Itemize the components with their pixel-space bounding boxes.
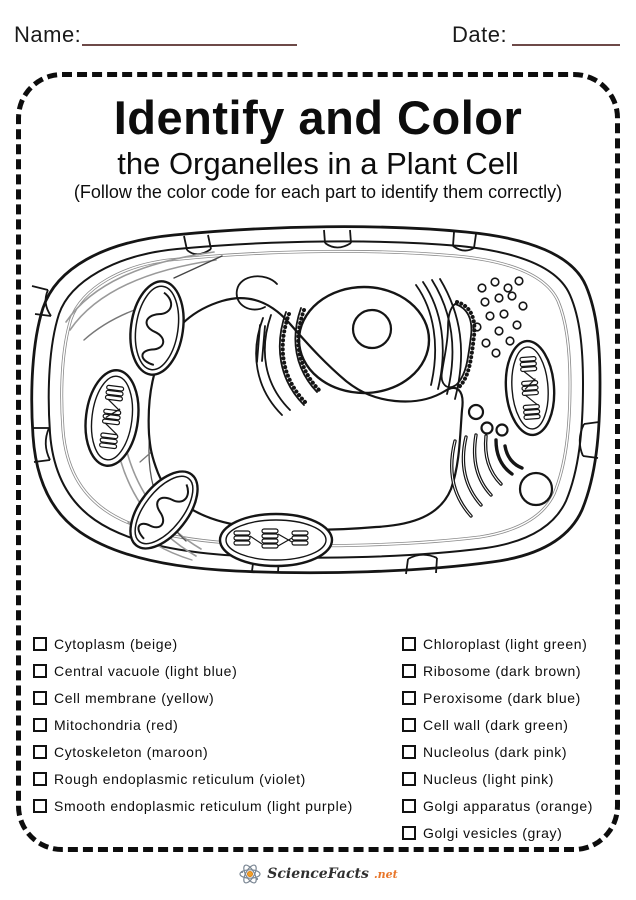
chloroplast-icon xyxy=(504,339,556,437)
mitochondrion-icon xyxy=(129,280,185,376)
checklist-item: Cytoskeleton (maroon) xyxy=(33,738,353,765)
page-title: Identify and Color xyxy=(113,91,523,144)
checkbox[interactable] xyxy=(33,798,47,813)
golgi-apparatus-icon xyxy=(450,433,524,518)
checklist-item: Nucleolus (dark pink) xyxy=(402,738,593,765)
checklist-item: Cytoplasm (beige) xyxy=(33,630,353,657)
mitochondrion-icon xyxy=(129,470,199,550)
checklist-item: Nucleus (light pink) xyxy=(402,765,593,792)
dashed-border-frame xyxy=(16,72,620,852)
name-label: Name: xyxy=(14,22,82,47)
checklist-item: Golgi apparatus (orange) xyxy=(402,792,593,819)
golgi-vesicles-icon xyxy=(467,403,509,437)
checklist-item: Ribosome (dark brown) xyxy=(402,657,593,684)
checklist-item: Smooth endoplasmic reticulum (light purp… xyxy=(33,792,353,819)
checkbox[interactable] xyxy=(33,636,47,651)
checklist-item: Golgi vesicles (gray) xyxy=(402,819,593,846)
checkbox[interactable] xyxy=(402,717,416,732)
peroxisome-icon xyxy=(518,471,554,507)
chloroplast-icon xyxy=(218,512,334,568)
nucleus-icon xyxy=(297,285,431,395)
date-label: Date: xyxy=(452,22,508,47)
checklist-right-column: Chloroplast (light green) Ribosome (dark… xyxy=(402,630,593,846)
chloroplast-icon xyxy=(84,369,140,467)
checkbox[interactable] xyxy=(33,744,47,759)
checklist-item: Chloroplast (light green) xyxy=(402,630,593,657)
brand-suffix: .net xyxy=(373,867,398,881)
footer-brand: ScienceFacts .net xyxy=(0,862,636,886)
instruction-text: (Follow the color code for each part to … xyxy=(73,182,563,202)
checkbox[interactable] xyxy=(402,771,416,786)
checkbox[interactable] xyxy=(402,744,416,759)
checkbox[interactable] xyxy=(402,798,416,813)
page-subtitle: the Organelles in a Plant Cell xyxy=(117,146,519,181)
checkbox[interactable] xyxy=(33,663,47,678)
plant-cell-diagram xyxy=(30,225,602,575)
brand-name: ScienceFacts xyxy=(267,866,369,882)
checkbox[interactable] xyxy=(402,825,416,840)
checkbox[interactable] xyxy=(402,636,416,651)
checklist-item: Cell membrane (yellow) xyxy=(33,684,353,711)
checklist-left-column: Cytoplasm (beige) Central vacuole (light… xyxy=(33,630,353,819)
checklist-item: Rough endoplasmic reticulum (violet) xyxy=(33,765,353,792)
checklist-item: Cell wall (dark green) xyxy=(402,711,593,738)
cell-membrane-icon xyxy=(60,249,572,548)
checkbox[interactable] xyxy=(33,690,47,705)
checkbox[interactable] xyxy=(33,771,47,786)
checkbox[interactable] xyxy=(402,690,416,705)
checkbox[interactable] xyxy=(402,663,416,678)
checklist-item: Peroxisome (dark blue) xyxy=(402,684,593,711)
rough-endoplasmic-reticulum-icon xyxy=(278,300,477,406)
checklist-item: Central vacuole (light blue) xyxy=(33,657,353,684)
atom-icon xyxy=(239,864,261,884)
checklist-item: Mitochondria (red) xyxy=(33,711,353,738)
nucleolus-icon xyxy=(351,308,393,350)
checkbox[interactable] xyxy=(33,717,47,732)
name-input-line[interactable] xyxy=(82,44,297,46)
date-input-line[interactable] xyxy=(512,44,620,46)
ribosomes-icon xyxy=(472,276,528,358)
cell-wall-icon xyxy=(30,225,602,575)
